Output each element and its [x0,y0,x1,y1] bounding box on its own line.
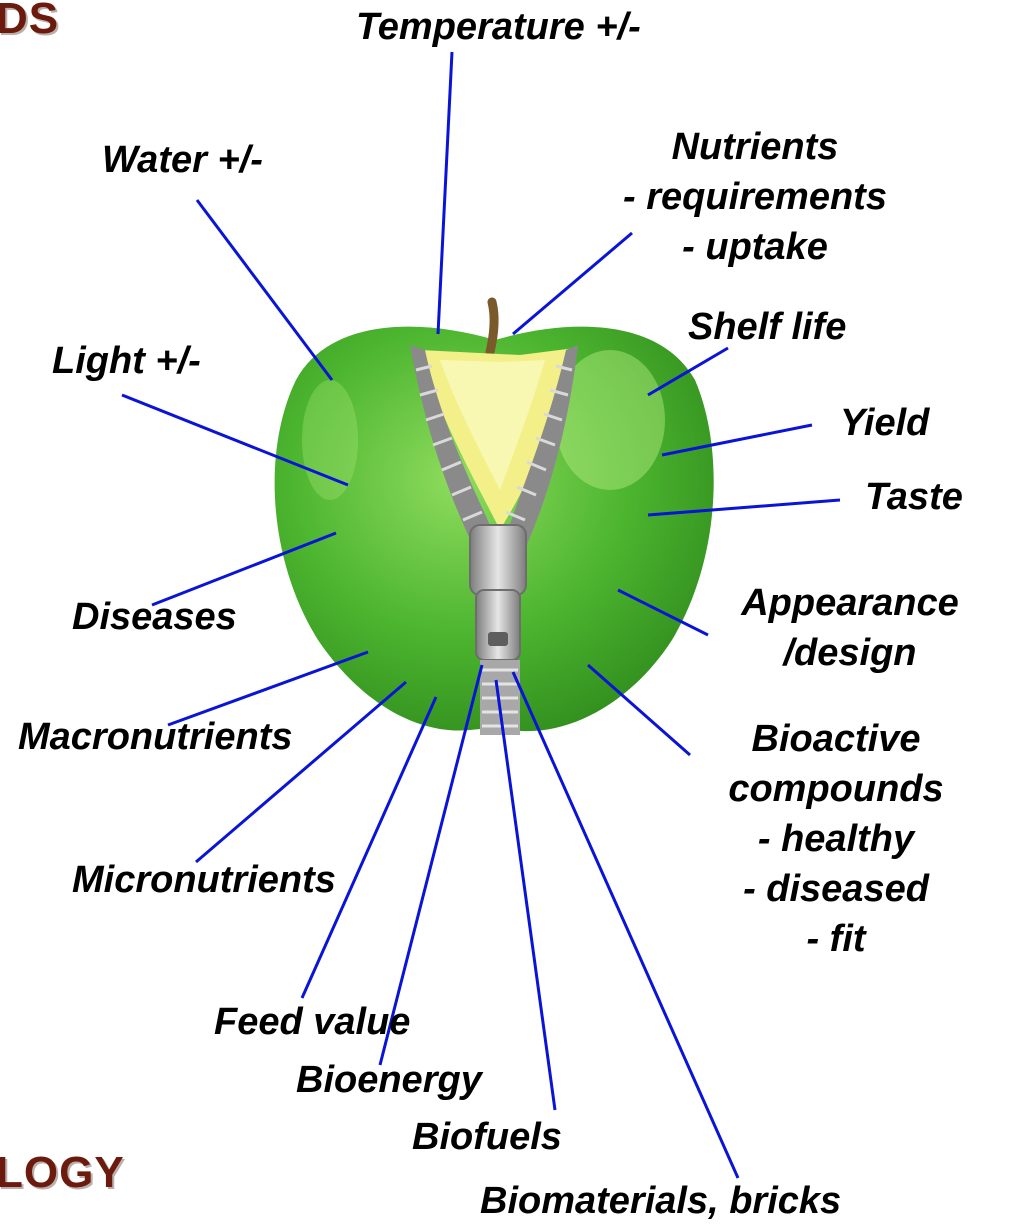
label-nutrients-line3: - uptake [560,222,950,272]
label-appearance-line1: Appearance [700,578,1000,628]
zipper-pull-tab [476,590,520,660]
label-nutrients-line2: - requirements [560,172,950,222]
header-fragment-bottom: LOGY [0,1148,125,1198]
label-macronutrients: Macronutrients [18,712,292,762]
label-biofuels: Biofuels [412,1112,562,1162]
label-temperature: Temperature +/- [356,2,641,52]
label-nutrients: Nutrients - requirements - uptake [560,122,950,272]
connector-temperature [438,52,452,334]
label-bioactive-line2: compounds [686,764,986,814]
label-bioactive-line4: - diseased [686,864,986,914]
header-fragment-top: DS [0,0,59,44]
label-water: Water +/- [102,135,263,185]
label-diseases: Diseases [72,592,237,642]
label-shelf-life: Shelf life [688,302,846,352]
label-micronutrients: Micronutrients [72,855,336,905]
label-yield: Yield [840,398,929,448]
label-appearance: Appearance /design [700,578,1000,678]
label-bioactive-line5: - fit [686,914,986,964]
label-bioactive: Bioactive compounds - healthy - diseased… [686,714,986,964]
label-bioactive-line3: - healthy [686,814,986,864]
label-bioenergy: Bioenergy [296,1055,482,1105]
connector-water [197,200,332,380]
connector-feed-value [302,697,436,998]
zipper-slider-body [470,525,526,595]
apple-stem [490,302,494,352]
zipper-pull-hole [488,632,508,646]
label-biomaterials: Biomaterials, bricks [480,1176,841,1226]
label-taste: Taste [865,472,963,522]
label-light: Light +/- [52,336,201,386]
label-nutrients-line1: Nutrients [560,122,950,172]
apple-highlight [302,380,358,500]
label-bioactive-line1: Bioactive [686,714,986,764]
label-appearance-line2: /design [700,628,1000,678]
label-feed-value: Feed value [214,997,410,1047]
